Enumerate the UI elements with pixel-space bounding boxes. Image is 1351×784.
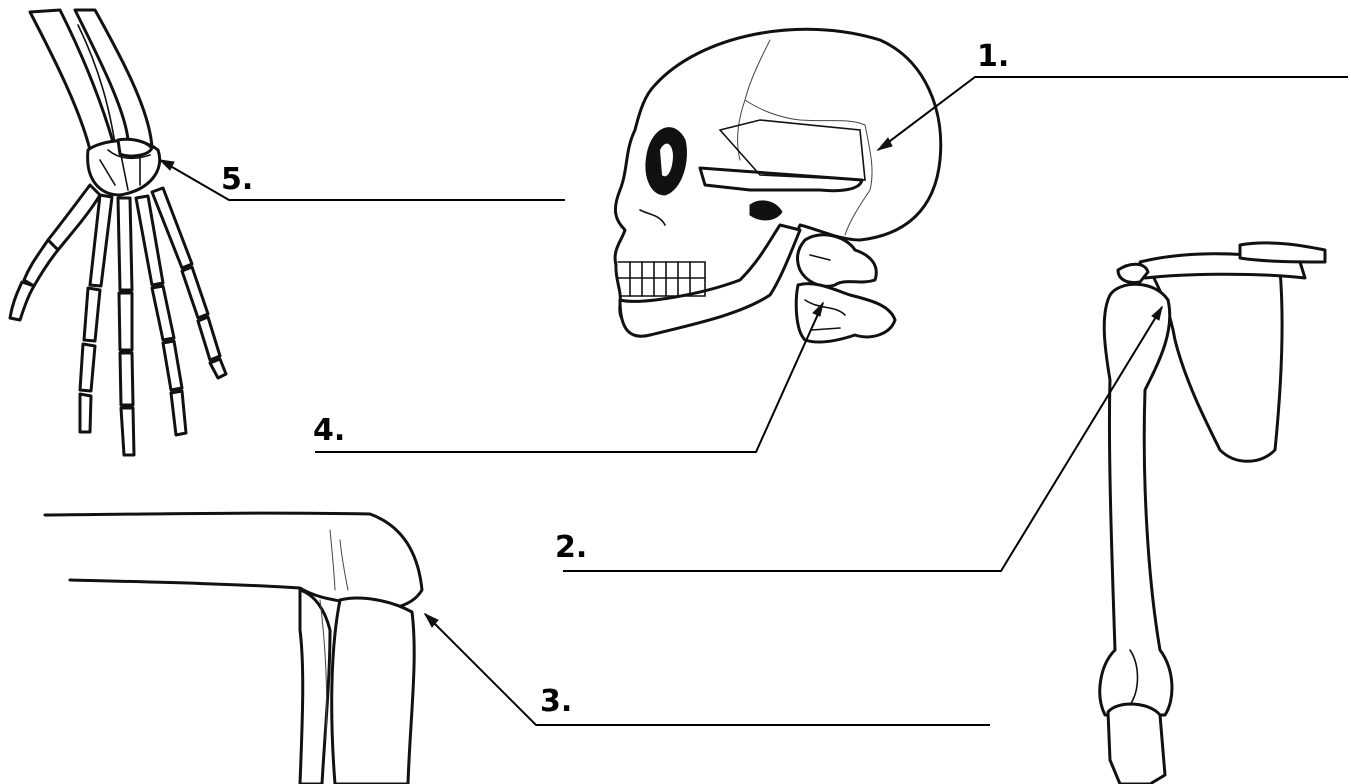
leader-line-1 — [878, 77, 1348, 150]
label-5: 5. — [221, 162, 253, 197]
knee-illustration — [45, 513, 422, 784]
label-4: 4. — [313, 413, 345, 448]
cervical-vertebrae — [796, 235, 895, 342]
arrowhead-5 — [160, 160, 174, 170]
hand-wrist-illustration — [10, 10, 226, 455]
shoulder-arm-illustration — [1100, 243, 1325, 784]
finger-bones — [80, 188, 226, 455]
leader-line-3 — [425, 614, 990, 725]
label-1: 1. — [977, 39, 1009, 74]
skull-illustration — [615, 29, 941, 342]
label-2: 2. — [555, 530, 587, 565]
leader-line-4 — [315, 303, 823, 452]
leader-line-2 — [563, 307, 1162, 571]
label-3: 3. — [540, 684, 572, 719]
